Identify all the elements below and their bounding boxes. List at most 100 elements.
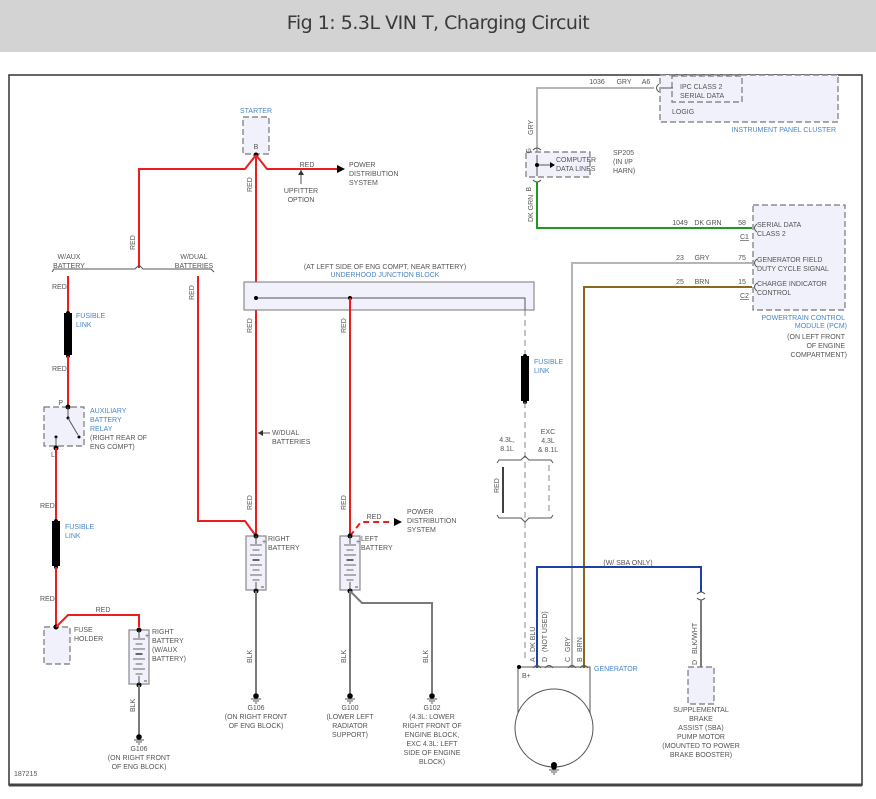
starter-terminal: B — [254, 144, 259, 151]
ipc-serial-data-box — [671, 75, 743, 103]
ground-location: OF ENG BLOCK) — [229, 723, 284, 730]
connector-icon — [754, 223, 758, 233]
starter: STARTER B — [240, 108, 272, 158]
ground-id: G102 — [423, 705, 440, 712]
wire-label: RED — [52, 284, 67, 291]
fusible-link-1 — [64, 311, 72, 358]
option-label: OPTION — [288, 197, 315, 204]
pin-label: A — [530, 657, 537, 662]
wire-label: GRY — [528, 120, 535, 135]
wire-label: DK GRN — [694, 220, 721, 227]
wire-pcm-serial-data — [536, 182, 752, 229]
plus-icon: + — [145, 633, 149, 640]
arrow-up-icon — [298, 170, 304, 175]
connector-icon — [656, 83, 660, 93]
connector-icon — [532, 665, 542, 669]
connector-icon — [754, 258, 758, 268]
wire-label: RED — [52, 366, 67, 373]
connector-icon — [567, 665, 577, 669]
branch-label: W/AUX — [58, 254, 81, 261]
wire-label: DK BLU — [530, 627, 537, 652]
splice-id: (IN I/P — [613, 159, 633, 166]
ipc-inner-label: IPC CLASS 2 — [680, 84, 723, 91]
fusible-link-2 — [52, 519, 60, 569]
relay-label: AUXILIARY — [90, 408, 127, 415]
junction-dot — [254, 296, 258, 300]
circuit-number: 1049 — [672, 220, 688, 227]
pcm-pin-label: CLASS 2 — [757, 231, 786, 238]
ground-location: ENGINE BLOCK, — [405, 732, 460, 739]
pds-label: DISTRIBUTION — [407, 518, 456, 525]
plus-icon: + — [356, 539, 360, 546]
pds-label: DISTRIBUTION — [349, 171, 398, 178]
sba-label: BRAKE BOOSTER) — [670, 752, 732, 759]
starter-box — [242, 116, 270, 155]
sba-label: PUMP MOTOR — [677, 734, 725, 741]
connector-icon — [696, 591, 706, 595]
splice-id: HARN) — [613, 168, 635, 175]
pds-label: SYSTEM — [349, 180, 378, 187]
dual-note-label: W/DUAL — [272, 430, 299, 437]
wire-label: BLK/WHT — [692, 622, 699, 654]
pin-label: D — [542, 657, 549, 662]
wire-label: BLK — [130, 698, 137, 712]
arrow-pds-icon — [394, 518, 402, 526]
ground-icon — [134, 734, 144, 745]
ipc-label: INSTRUMENT PANEL CLUSTER — [732, 127, 837, 134]
pin-label: G — [526, 148, 533, 153]
circuit-number: 23 — [676, 255, 684, 262]
starter-label: STARTER — [240, 108, 272, 115]
option-label: UPFITTER — [284, 188, 318, 195]
wire-label: RED — [341, 495, 348, 510]
wire-aux-5 — [55, 614, 140, 628]
wire-pcm-gen-field — [571, 262, 752, 668]
pcm-pin-label: CONTROL — [757, 290, 791, 297]
pcm-location: OF ENGINE — [806, 343, 845, 350]
fuse-holder — [43, 626, 71, 665]
branch-label: W/DUAL — [180, 254, 207, 261]
ground-location: SUPPORT) — [332, 732, 368, 739]
pcm-label: MODULE (PCM) — [795, 323, 847, 330]
wire-pcm-charge-indicator — [583, 286, 752, 668]
generator-pin: A DK BLU — [530, 627, 542, 669]
arrow-pds-icon — [337, 165, 345, 173]
sba-pump-motor — [687, 666, 715, 705]
wire-label: GRY — [565, 637, 572, 652]
option-label: 4.3L — [541, 438, 555, 445]
splice-dot — [535, 163, 539, 167]
right-battery: + — [245, 533, 267, 594]
pin-label: B — [526, 187, 533, 192]
ground-location: SIDE OF ENGINE — [404, 750, 461, 757]
battery-label: BATTERY — [268, 545, 300, 552]
battery-label: RIGHT — [152, 629, 175, 636]
ground-id: G106 — [130, 746, 147, 753]
wire-label: GRY — [694, 255, 709, 262]
ground-location: EXC 4.3L: LEFT — [407, 741, 459, 748]
circuit-number: 1036 — [589, 79, 605, 86]
wire-label: RED — [494, 478, 501, 493]
figure-title: Fig 1: 5.3L VIN T, Charging Circuit — [286, 12, 590, 34]
ground-location: RIGHT FRONT OF — [402, 723, 461, 730]
ground-icon — [427, 693, 437, 704]
junction-bus — [256, 297, 526, 310]
figure-id: 187215 — [14, 771, 37, 778]
option-label: 8.1L — [500, 446, 514, 453]
option-brace — [496, 514, 554, 523]
wire-left-ground-2 — [349, 590, 433, 695]
splice-label: COMPUTER — [556, 157, 596, 164]
splice-label: DATA LINES — [556, 166, 596, 173]
connector-icon — [754, 282, 758, 292]
pin-label: 15 — [738, 279, 746, 286]
ipc-logic-label: LOGIG — [672, 109, 694, 116]
branch-label: BATTERIES — [175, 263, 214, 270]
sba-label: (MOUNTED TO POWER — [662, 743, 740, 750]
wire-label: RED — [247, 177, 254, 192]
pin-label: A6 — [642, 79, 651, 86]
wire-label: RED — [341, 318, 348, 333]
pds-label: POWER — [407, 509, 433, 516]
relay-location: ENG COMPT) — [90, 444, 135, 451]
junction-block-location: (AT LEFT SIDE OF ENG COMPT, NEAR BATTERY… — [304, 264, 466, 271]
battery-label: BATTERY — [361, 545, 393, 552]
relay-label: RELAY — [90, 426, 113, 433]
